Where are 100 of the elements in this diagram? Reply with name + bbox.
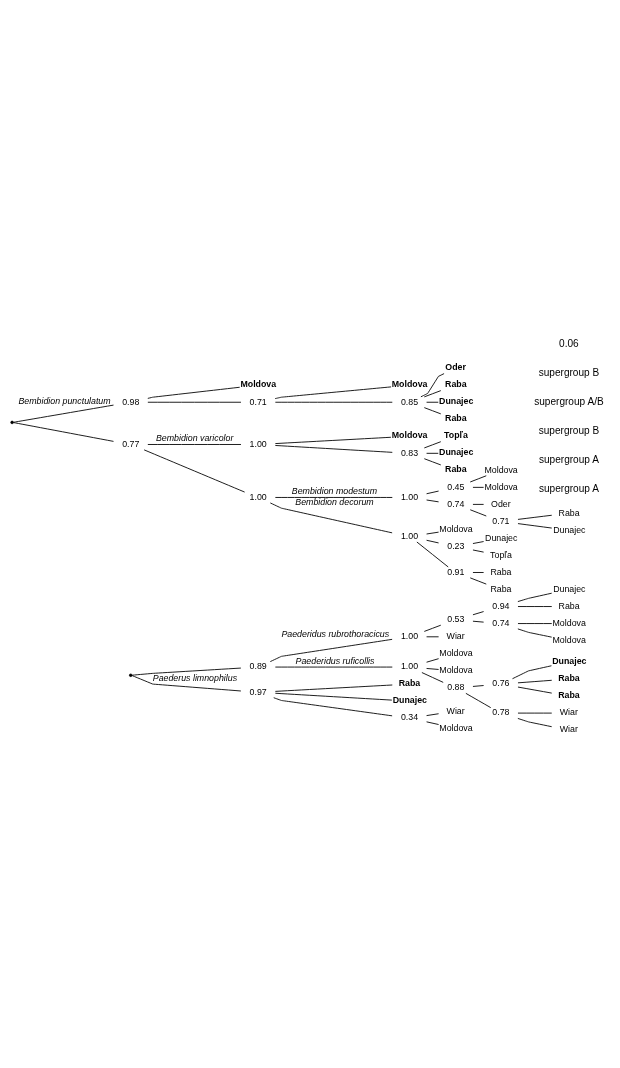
connector	[469, 508, 487, 516]
node-text: Oder	[491, 498, 511, 509]
node-text: 0.23	[447, 540, 465, 551]
connector	[426, 490, 440, 494]
connector	[517, 679, 553, 683]
connector	[423, 406, 442, 414]
node-text: 0.77	[122, 438, 140, 449]
connector	[472, 620, 485, 623]
node-text: Moldova	[439, 647, 473, 658]
node-text: 0.91	[447, 566, 465, 577]
connector	[472, 540, 485, 544]
node-text: Moldova	[439, 722, 473, 733]
node-text: Moldova	[484, 481, 518, 492]
connector	[131, 674, 242, 691]
edge-label: Paederidus rubrothoracicus	[281, 628, 390, 639]
node-text: Topľa	[490, 549, 512, 560]
connector	[426, 657, 440, 663]
node-text: Raba	[445, 412, 467, 423]
node-text: Moldova	[391, 378, 428, 389]
node-text: 0.88	[447, 681, 465, 692]
connector	[13, 404, 114, 423]
node-text: Raba	[445, 463, 467, 474]
node-text: 0.71	[492, 515, 510, 526]
connector	[274, 436, 392, 444]
node-text: Raba	[558, 507, 580, 518]
connector	[131, 667, 242, 676]
edge-label: Paederus limnophilus	[152, 672, 238, 683]
label: supergroup A/B	[534, 395, 604, 407]
node-text: Dunajec	[439, 446, 474, 457]
connector	[472, 684, 485, 687]
node-text: Moldova	[439, 523, 473, 534]
node-text: Wiar	[559, 706, 578, 717]
node-text: Wiar	[446, 630, 465, 641]
connector	[143, 448, 246, 492]
connector	[472, 549, 485, 553]
node-text: 0.98	[122, 396, 140, 407]
connector	[469, 576, 487, 585]
connector	[426, 712, 440, 716]
node-text: 0.76	[492, 677, 510, 688]
node-text: Oder	[445, 361, 466, 372]
node-text: Moldova	[552, 617, 586, 628]
node-text: Raba	[558, 600, 580, 611]
node-text: 0.34	[400, 711, 419, 722]
connector	[423, 440, 442, 448]
node-text: 0.53	[447, 613, 465, 624]
connector	[423, 457, 442, 465]
node-text: 0.83	[400, 447, 419, 458]
label: supergroup A	[538, 482, 599, 494]
node-text: 0.97	[249, 686, 267, 697]
connector	[423, 624, 442, 632]
connector	[274, 692, 393, 701]
connector	[472, 571, 485, 573]
connector	[147, 443, 242, 445]
connector	[517, 522, 553, 528]
node-text: Raba	[490, 566, 512, 577]
node-text: 0.74	[447, 498, 465, 509]
node-text: Moldova	[439, 664, 473, 675]
connector	[426, 499, 440, 502]
connector	[426, 531, 440, 534]
node-text: 0.71	[249, 396, 267, 407]
node-text: Moldova	[552, 634, 586, 645]
connector	[472, 503, 485, 505]
connector	[517, 592, 553, 602]
label: supergroup B	[538, 366, 600, 378]
node-text: Moldova	[391, 429, 428, 440]
node-point	[129, 673, 133, 677]
label: supergroup B	[538, 424, 600, 436]
edge-label: Bembidion varicolor	[155, 432, 234, 443]
node-text: Raba	[558, 689, 580, 700]
node-text: 1.00	[400, 630, 419, 641]
node-text: 1.00	[400, 530, 419, 541]
connector	[426, 720, 440, 725]
node-text: 1.00	[400, 660, 419, 671]
connector	[274, 684, 393, 692]
connector	[416, 541, 449, 567]
node-text: 0.89	[249, 660, 267, 671]
connector	[517, 717, 553, 727]
connector	[465, 692, 492, 708]
node-text: 1.00	[249, 491, 267, 502]
edge-label: Bembidion modestum	[291, 485, 378, 496]
node-text: Wiar	[446, 705, 465, 716]
connector	[274, 385, 392, 399]
connector	[273, 696, 393, 716]
label: 0.06	[559, 337, 579, 349]
node-text: 0.85	[400, 396, 419, 407]
node-text: Raba	[490, 583, 512, 594]
connector	[426, 667, 440, 670]
edge-label: Bembidion decorum	[295, 496, 374, 507]
node-text: 1.00	[400, 491, 419, 502]
node-text: Dunajec	[553, 524, 586, 535]
connector	[512, 664, 552, 679]
label: supergroup A	[538, 453, 599, 465]
connector	[472, 610, 485, 615]
node-text: Raba	[398, 677, 421, 688]
node-text: Dunajec	[439, 395, 474, 406]
edge-label: Paederidus ruficollis	[295, 655, 375, 666]
connector	[472, 486, 485, 488]
connector	[517, 514, 553, 520]
connector	[426, 452, 439, 454]
connector	[269, 638, 393, 662]
